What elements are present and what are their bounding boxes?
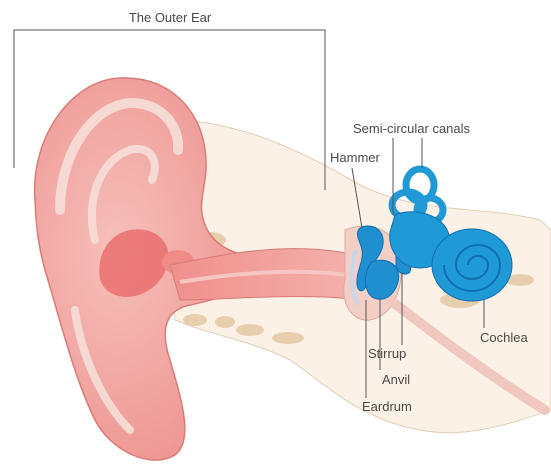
label-cochlea: Cochlea: [480, 330, 528, 345]
outer-ear-label: The Outer Ear: [129, 10, 212, 25]
cochlea-shape: [432, 229, 512, 301]
label-eardrum: Eardrum: [362, 399, 412, 414]
label-hammer: Hammer: [330, 150, 381, 165]
label-stirrup: Stirrup: [368, 346, 406, 361]
label-anvil: Anvil: [382, 372, 410, 387]
label-semicircular-canals: Semi-circular canals: [353, 121, 471, 136]
